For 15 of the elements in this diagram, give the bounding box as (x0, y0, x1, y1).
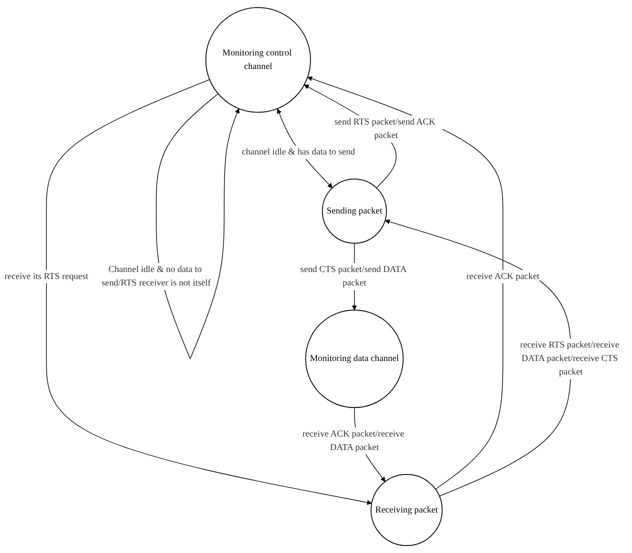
edge-label: receive ACK packet (466, 271, 540, 282)
edge-label: send CTS packet/send DATA packet (300, 264, 406, 288)
node-circle: Receiving packet (370, 474, 443, 546)
arrow (46, 79, 372, 505)
edge-label: receive ACK packet/receive DATA packet (302, 429, 404, 452)
edge-label: receive RTS packet/receive DATA packet/receive CTS packet (520, 340, 620, 377)
node-circle: Monitoring data channel (305, 310, 404, 408)
edge-label: channel idle & has data to send (242, 147, 356, 157)
arrow (384, 219, 572, 496)
edge-label: receive its RTS request (4, 271, 88, 282)
arrow (307, 76, 504, 490)
node-circle: Sending packet (322, 178, 387, 244)
edge-label: send RTS packet/send ACK packet (334, 117, 436, 140)
node-circle: Monitoring control channel (205, 7, 311, 113)
edge-label: Channel idle & no data to send/RTS receiver is not itself (102, 264, 211, 288)
